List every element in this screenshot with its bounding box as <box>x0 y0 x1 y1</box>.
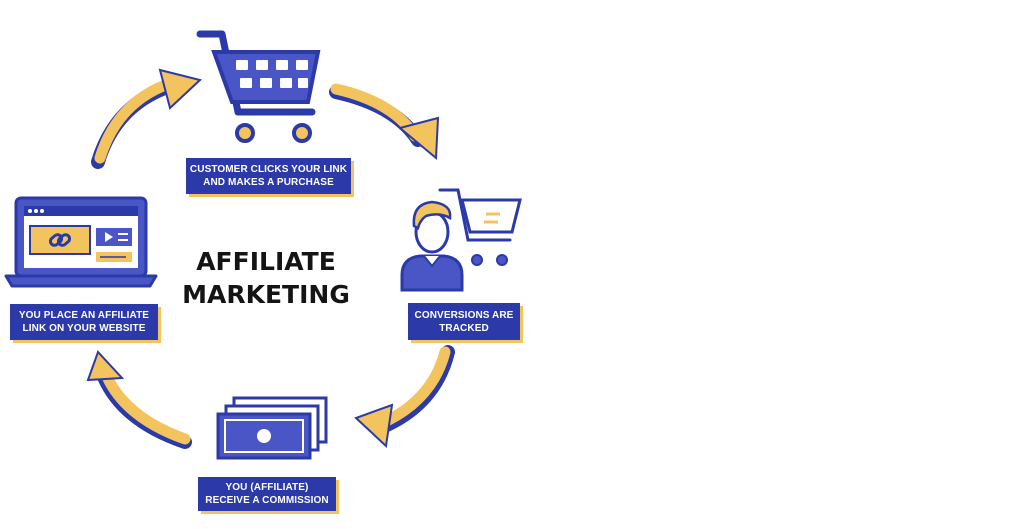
step-label-line: CONVERSIONS ARE <box>414 309 514 321</box>
step-label-conversions-tracked: CONVERSIONS ARE TRACKED <box>408 303 520 340</box>
diagram-title: AFFILIATE MARKETING <box>170 245 362 311</box>
step-label-line: AND MAKES A PURCHASE <box>203 177 334 188</box>
title-line: AFFILIATE <box>196 247 336 276</box>
arrow-bottom-right <box>354 345 455 449</box>
step-label-line: YOU PLACE AN AFFILIATE <box>18 310 150 321</box>
money-bills-icon <box>216 396 328 460</box>
title-line: MARKETING <box>182 280 350 309</box>
step-label-line: LINK ON YOUR WEBSITE <box>22 323 146 334</box>
step-label-line: CUSTOMER CLICKS YOUR LINK <box>189 164 348 175</box>
customer-with-cart-icon <box>400 188 522 292</box>
step-label-place-link: YOU PLACE AN AFFILIATE LINK ON YOUR WEBS… <box>10 304 158 340</box>
cycle-arrows <box>86 68 455 449</box>
step-label-receive-commission: YOU (AFFILIATE) RECEIVE A COMMISSION <box>198 477 336 511</box>
arrow-top-right <box>329 83 440 161</box>
step-label-line: RECEIVE A COMMISSION <box>205 495 329 506</box>
laptop-link-icon <box>4 196 158 288</box>
arrow-top-left <box>91 68 203 169</box>
step-label-line: YOU (AFFILIATE) <box>225 482 309 493</box>
step-label-line: TRACKED <box>439 322 489 334</box>
shopping-cart-icon <box>196 30 321 143</box>
arrow-bottom-left <box>86 350 192 449</box>
step-label-customer-purchase: CUSTOMER CLICKS YOUR LINK AND MAKES A PU… <box>186 158 351 194</box>
